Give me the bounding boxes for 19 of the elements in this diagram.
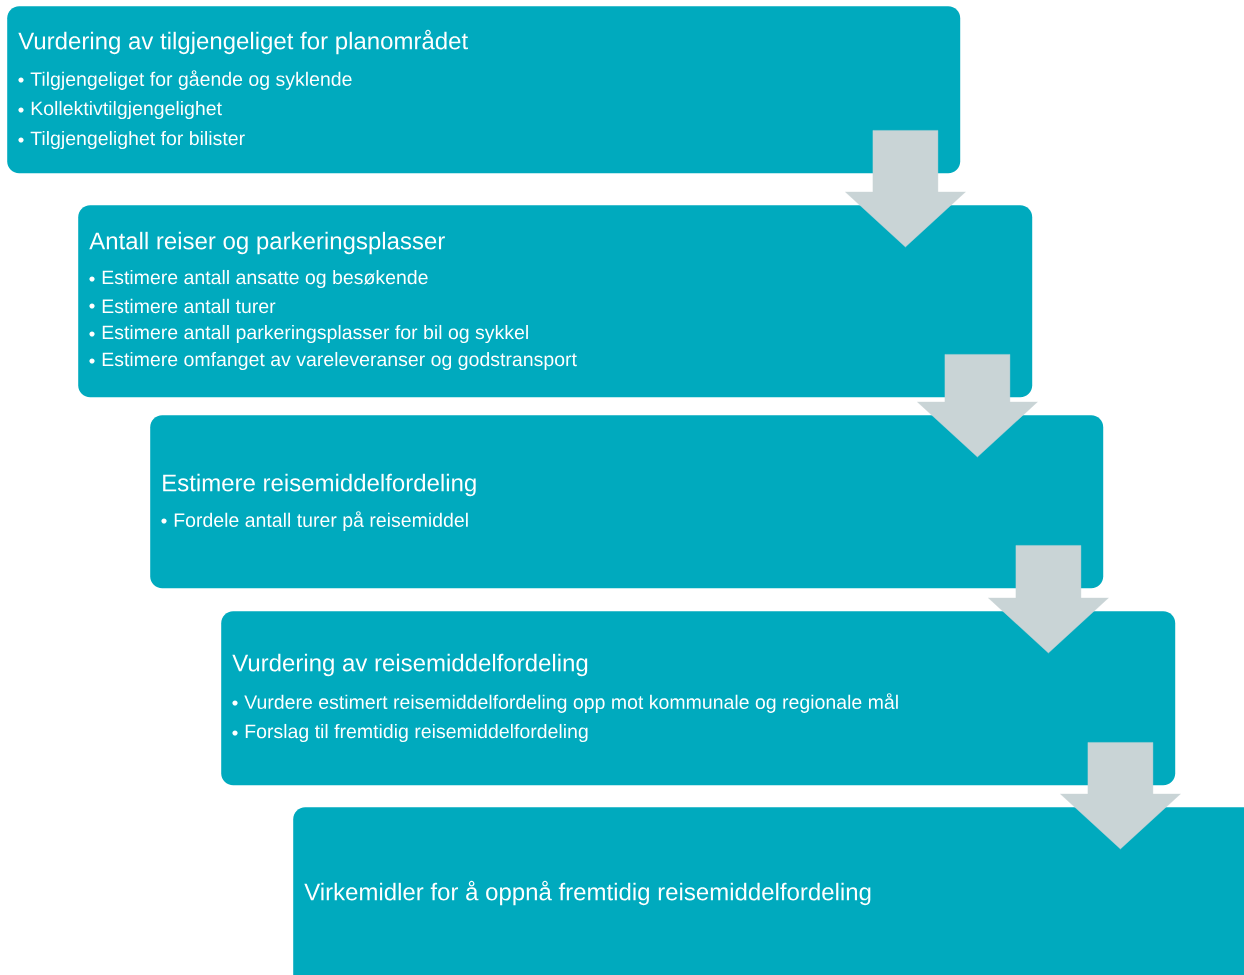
bullet-item: Vurdere estimert reisemiddelfordeling opp mot kommunale og regionale mål — [244, 693, 898, 713]
bullet-item: Fordele antall turer på reisemiddel — [174, 511, 468, 531]
bullet-item: Estimere antall ansatte og besøkende — [102, 269, 428, 289]
block-arrow — [1060, 742, 1181, 850]
bullet-item: Tilgjengeliget for gående og syklende — [30, 70, 352, 90]
step-heading: Antall reiser og parkeringsplasser — [89, 231, 445, 255]
block-arrow — [917, 354, 1038, 458]
step-heading: Estimere reisemiddelfordeling — [163, 473, 476, 497]
bullet-item: Forslag til fremtidig reisemiddelfordeling — [245, 723, 588, 743]
block-arrow — [845, 130, 966, 248]
bullet-item: Tilgjengelighet for bilister — [30, 130, 245, 150]
block-arrow — [988, 545, 1109, 654]
step-heading: Vurdering av tilgjengeliget for planområdet — [18, 29, 468, 55]
step-heading: Vurdering av reisemiddelfordeling — [232, 653, 588, 677]
step-heading: Virkemidler for å oppnå fremtidig reisemiddelfordeling — [304, 880, 871, 906]
bullet-item: Estimere antall parkeringsplasser for bil og sykkel — [102, 324, 528, 344]
bullet-item: Estimere omfanget av vareleveranser og godstransport — [102, 351, 577, 371]
bullet-item: Estimere antall turer — [102, 298, 276, 314]
bullet-item: Kollektivtilgjengelighet — [31, 100, 222, 120]
